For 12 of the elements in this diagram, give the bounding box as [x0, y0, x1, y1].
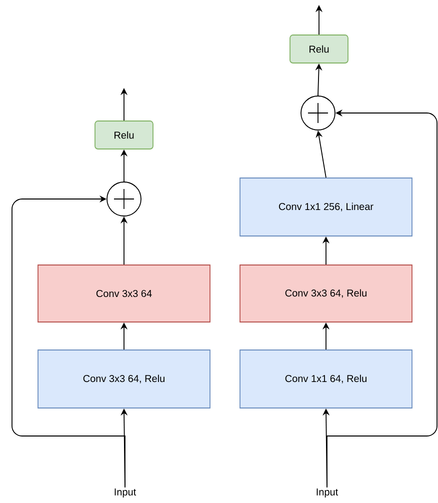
- input-label: Input: [316, 488, 338, 498]
- sum-circle: [300, 96, 336, 130]
- layer-box: Conv 1x1 64, Relu: [240, 350, 412, 408]
- activation-box: Relu: [94, 120, 154, 150]
- sum-circle: [106, 182, 142, 216]
- layer-box: Conv 1x1 256, Linear: [240, 178, 412, 236]
- skip-connection-arrow: [12, 195, 126, 488]
- layer-box: Conv 3x3 64, Relu: [38, 350, 210, 408]
- input-label: Input: [114, 488, 136, 498]
- layer-box: Conv 3x3 64, Relu: [240, 264, 412, 322]
- layer-box: Conv 3x3 64: [38, 264, 210, 322]
- activation-box: Relu: [290, 34, 348, 64]
